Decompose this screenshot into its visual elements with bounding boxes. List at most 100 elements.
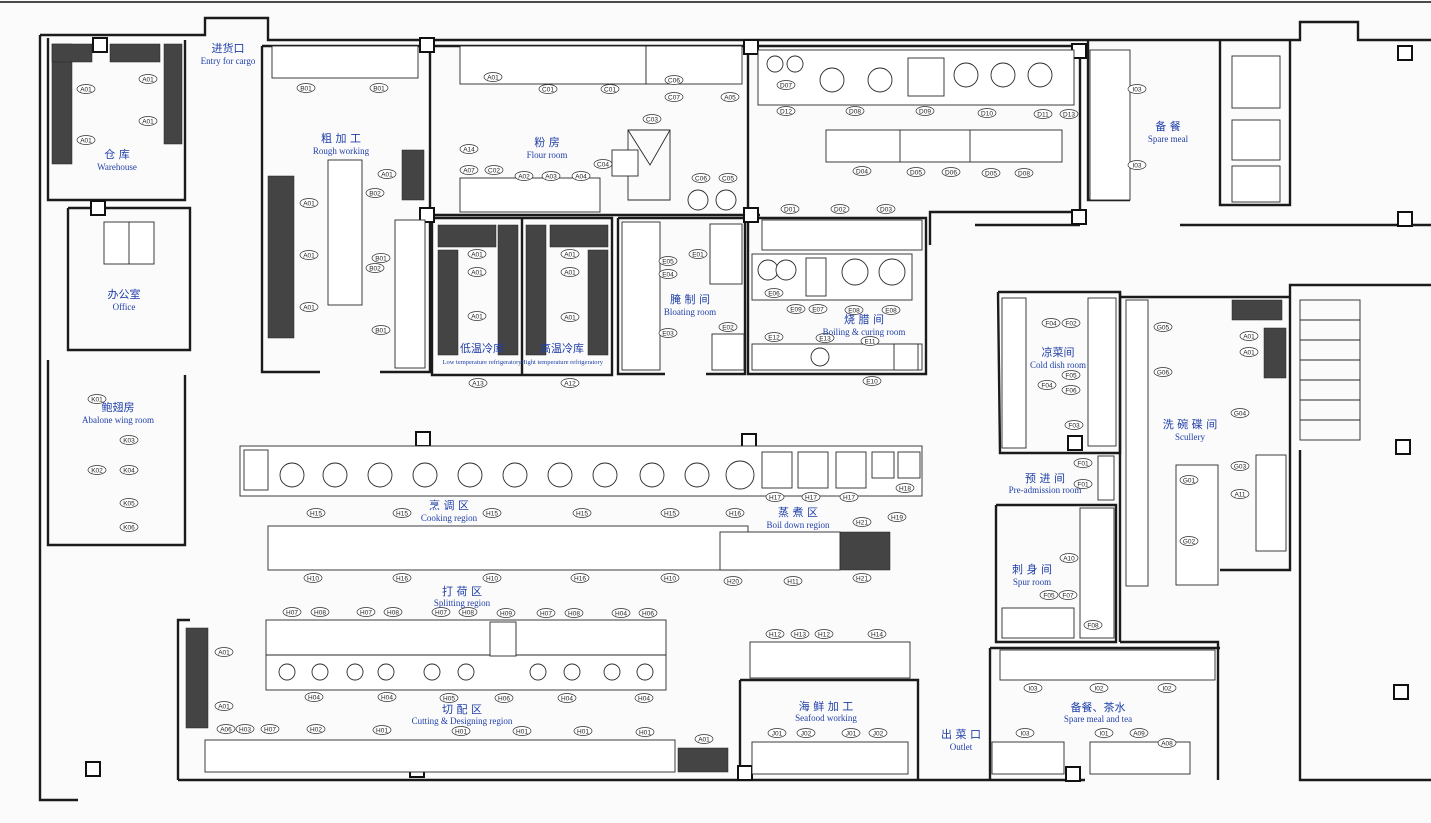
equipment-code-g03: G03 <box>1230 461 1250 471</box>
equipment-code-k03: K03 <box>119 435 139 445</box>
equipment-code-text: G01 <box>1183 477 1196 484</box>
equipment-code-d03: D03 <box>876 204 896 214</box>
equipment-code-h07: H07 <box>356 607 376 617</box>
equipment-code-text: B01 <box>375 255 387 262</box>
equipment-code-text: A01 <box>471 251 483 258</box>
equipment-code-text: H08 <box>568 610 580 617</box>
equipment-code-text: D07 <box>780 82 792 89</box>
equipment-code-text: C06 <box>695 175 707 182</box>
equipment-code-d02: D02 <box>830 204 850 214</box>
room-entry-zh: 进货口 <box>212 41 245 55</box>
equipment-code-k01: K01 <box>87 394 107 404</box>
equipment-code-h01: H01 <box>512 726 532 736</box>
room-preadm-zh: 预 进 间 <box>1025 472 1065 485</box>
room-sparetea-zh: 备餐、茶水 <box>1071 700 1126 714</box>
room-abalone-zh: 鲍翅房 <box>102 400 135 414</box>
equipment-code-text: A01 <box>303 304 315 311</box>
equipment-code-h10: H10 <box>482 573 502 583</box>
equipment-code-text: H01 <box>577 728 589 735</box>
equipment-code-text: A04 <box>575 173 587 180</box>
equipment-code-text: D13 <box>1063 111 1075 118</box>
equipment-code-text: E11 <box>864 338 875 345</box>
equipment-code-b02: B02 <box>365 188 385 198</box>
equipment-code-e05: E05 <box>658 256 678 266</box>
equipment-code-a01: A01 <box>560 249 580 259</box>
equipment-code-b01: B01 <box>371 253 391 263</box>
equipment-code-text: F04 <box>1045 320 1057 327</box>
equipment-code-h13: H13 <box>790 629 810 639</box>
equipment-code-k06: K06 <box>119 522 139 532</box>
equipment-code-text: G04 <box>1234 410 1247 417</box>
equipment-code-h16: H16 <box>570 573 590 583</box>
equipment-code-d12: D12 <box>776 106 796 116</box>
equipment-code-h09: H09 <box>496 608 516 618</box>
equipment-code-a13: A13 <box>468 378 488 388</box>
equipment-code-a01: A01 <box>76 84 96 94</box>
equipment-code-text: E09 <box>790 306 802 313</box>
equipment-code-text: E04 <box>662 271 674 278</box>
equipment-code-text: I03 <box>1028 685 1037 692</box>
equipment-code-f01: F01 <box>1073 479 1093 489</box>
room-hightemp-en: Hight temperature refrigeratory <box>521 359 604 366</box>
equipment-code-text: F01 <box>1077 460 1089 467</box>
equipment-code-h03: H03 <box>235 724 255 734</box>
equipment-code-e07: E07 <box>808 304 828 314</box>
equipment-code-e13: E13 <box>815 333 835 343</box>
room-boildown-en: Boil down region <box>767 520 830 530</box>
equipment-code-j01: J01 <box>767 728 787 738</box>
equipment-code-d11: D11 <box>1033 109 1053 119</box>
equipment-code-text: F04 <box>1041 382 1053 389</box>
equipment-code-text: H06 <box>642 610 654 617</box>
equipment-code-text: D01 <box>784 206 796 213</box>
room-bloating-zh: 腌 制 间 <box>670 292 710 306</box>
equipment-code-text: K03 <box>123 437 135 444</box>
equipment-code-a01: A01 <box>467 311 487 321</box>
equipment-code-text: H01 <box>455 728 467 735</box>
equipment-code-h15: H15 <box>306 508 326 518</box>
room-flour-en: Flour room <box>527 150 568 160</box>
equipment-code-text: H07 <box>540 610 552 617</box>
equipment-code-h04: H04 <box>304 692 324 702</box>
equipment-code-a01: A01 <box>560 312 580 322</box>
equipment-code-text: H16 <box>574 575 586 582</box>
equipment-code-e01: E01 <box>688 249 708 259</box>
equipment-code-text: A01 <box>303 200 315 207</box>
equipment-code-d13: D13 <box>1059 109 1079 119</box>
equipment-code-h16: H16 <box>392 573 412 583</box>
equipment-code-text: B01 <box>373 85 385 92</box>
equipment-code-h08: H08 <box>310 607 330 617</box>
equipment-code-h02: H02 <box>306 724 326 734</box>
room-warehouse-zh: 仓 库 <box>104 147 130 161</box>
equipment-code-g01: G01 <box>1179 475 1199 485</box>
equipment-code-text: A01 <box>218 649 230 656</box>
equipment-code-text: A01 <box>142 118 154 125</box>
equipment-code-text: F05 <box>1043 592 1055 599</box>
equipment-code-h15: H15 <box>392 508 412 518</box>
room-boiling-zh: 烧 腊 间 <box>844 313 884 326</box>
equipment-code-text: I01 <box>1099 730 1108 737</box>
equipment-code-i03: I03 <box>1127 84 1147 94</box>
equipment-code-f07: F07 <box>1058 590 1078 600</box>
equipment-code-text: H04 <box>308 694 320 701</box>
equipment-code-text: D05 <box>910 169 922 176</box>
equipment-code-a12: A12 <box>560 378 580 388</box>
equipment-code-text: C01 <box>542 86 554 93</box>
equipment-code-j02: J02 <box>868 728 888 738</box>
equipment-code-text: A12 <box>564 380 576 387</box>
equipment <box>103 45 1361 775</box>
room-cutting-en: Cutting & Designing region <box>412 716 513 726</box>
equipment-code-b01: B01 <box>296 83 316 93</box>
equipment-code-text: H07 <box>435 609 447 616</box>
equipment-code-text: A09 <box>1133 730 1145 737</box>
equipment-code-text: B02 <box>369 265 381 272</box>
equipment-code-c07: C07 <box>664 92 684 102</box>
equipment-code-a01: A01 <box>1239 331 1259 341</box>
equipment-code-text: E13 <box>819 335 831 342</box>
equipment-code-text: A14 <box>463 146 475 153</box>
equipment-code-text: E06 <box>768 290 780 297</box>
equipment-code-text: F06 <box>1065 387 1077 394</box>
equipment-code-e08: E08 <box>881 305 901 315</box>
equipment-code-i03: I03 <box>1015 728 1035 738</box>
room-sparemeal-en: Spare meal <box>1148 134 1189 144</box>
equipment-code-text: C03 <box>646 116 658 123</box>
